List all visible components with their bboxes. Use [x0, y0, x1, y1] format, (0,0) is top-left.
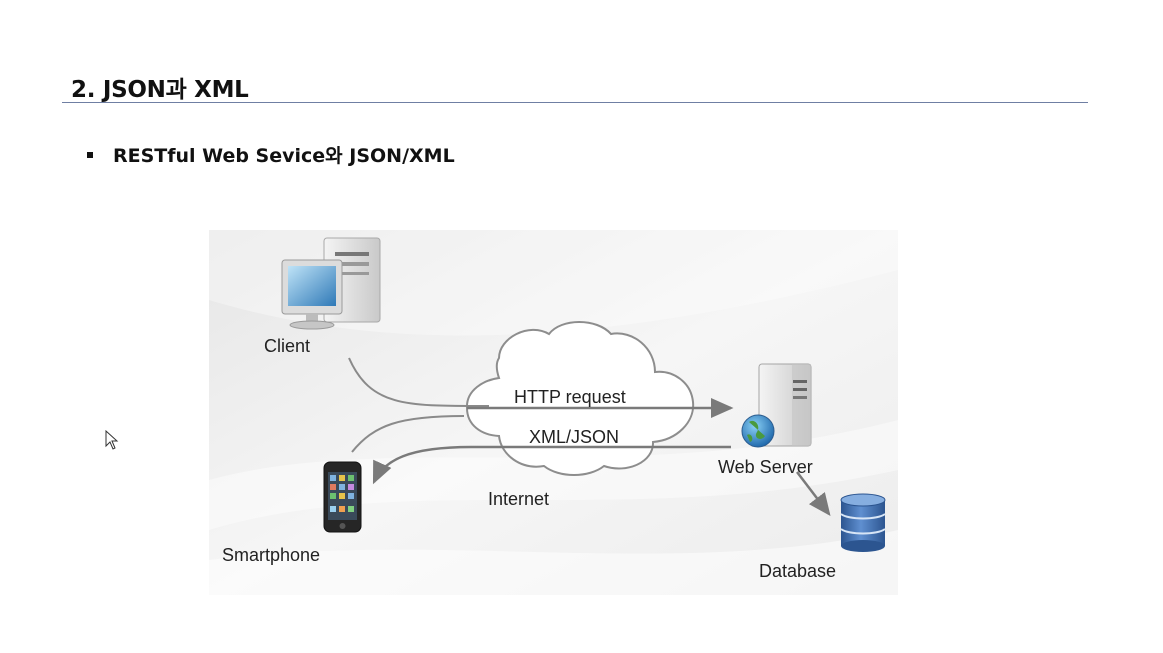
bullet-item: RESTful Web Sevice와 JSON/XML — [87, 141, 455, 168]
server-icon — [741, 363, 812, 448]
rest-architecture-diagram: Client HTTP request XML/JSON Web Server … — [209, 230, 898, 595]
cloud-icon — [465, 321, 695, 476]
smartphone-icon — [323, 461, 362, 533]
http-request-label: HTTP request — [514, 387, 626, 407]
mouse-cursor-icon — [105, 429, 119, 454]
bullet-marker — [87, 152, 93, 158]
client-label: Client — [264, 336, 310, 356]
desktop-computer-icon — [281, 237, 381, 330]
slide-title: 2. JSON과 XML — [71, 77, 249, 103]
database-arrow — [796, 471, 831, 516]
title-divider — [62, 102, 1088, 103]
xml-json-label: XML/JSON — [529, 427, 619, 447]
smartphone-label: Smartphone — [222, 545, 320, 565]
bullet-text: RESTful Web Sevice와 JSON/XML — [113, 145, 455, 167]
database-icon — [840, 493, 886, 552]
database-label: Database — [759, 561, 836, 581]
response-arrow — [372, 445, 472, 485]
internet-label: Internet — [488, 489, 549, 509]
web-server-label: Web Server — [718, 457, 813, 477]
